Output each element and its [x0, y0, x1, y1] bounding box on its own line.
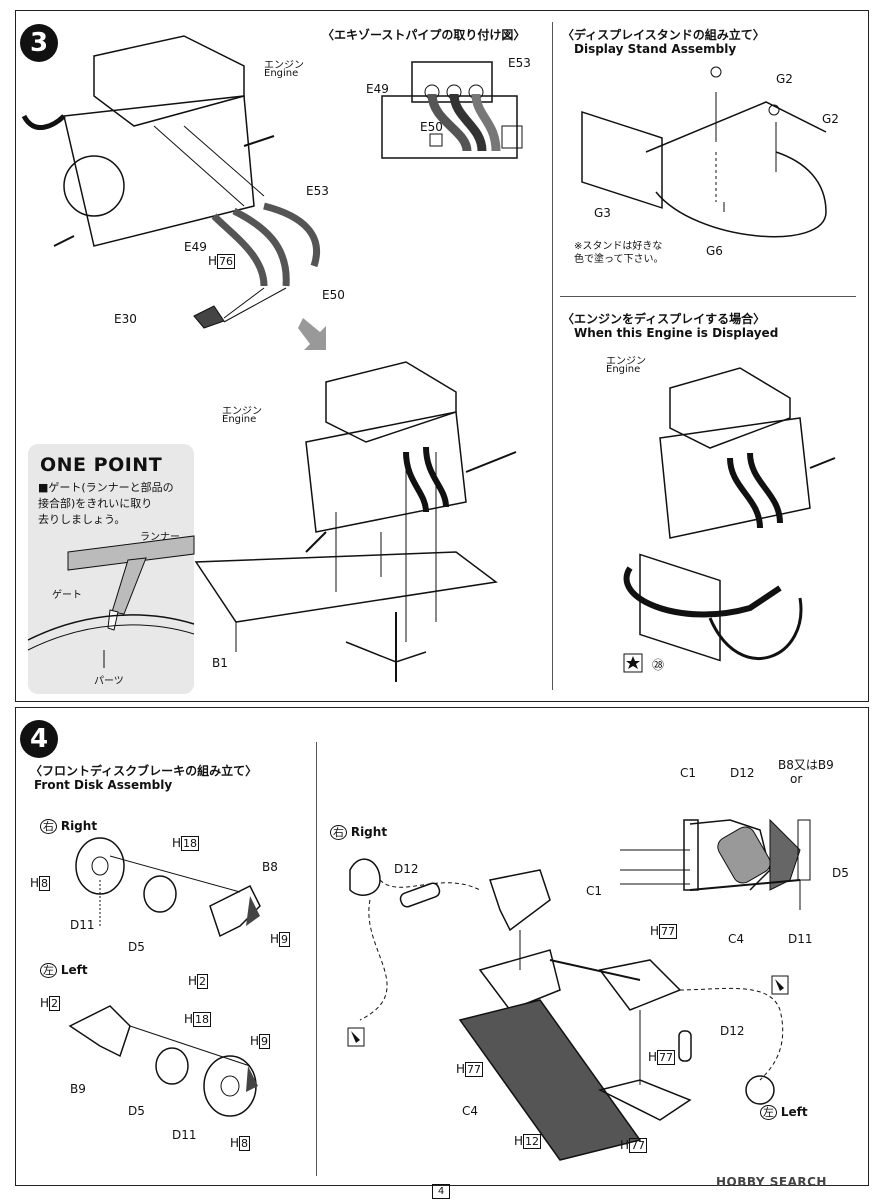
part-d12-b: D12 — [720, 1024, 745, 1038]
part-c1-a: C1 — [586, 884, 603, 898]
one-point-parts: パーツ — [94, 676, 124, 687]
divider-vertical — [552, 22, 553, 690]
right-disk-label: 右 Right — [40, 818, 97, 834]
watermark: HOBBY SEARCH — [716, 1175, 827, 1189]
part-b8-right: B8 — [262, 860, 278, 874]
one-point-title: ONE POINT — [40, 454, 163, 476]
runner-gate-diagram — [27, 535, 195, 668]
page-number: 4 — [432, 1184, 450, 1199]
divider-vertical-step4 — [316, 742, 317, 1176]
displayed-title-en: When this Engine is Displayed — [574, 326, 779, 340]
part-e53-exhaust: E53 — [508, 56, 531, 70]
main-engine-en: Engine — [264, 68, 299, 79]
glue-icon-right — [771, 975, 789, 995]
exhaust-title: 〈エキゾーストパイプの取り付け図〉 — [322, 28, 526, 42]
part-or: or — [790, 772, 803, 786]
step-3-number: 3 — [20, 24, 58, 62]
part-c1-b: C1 — [680, 766, 697, 780]
stand-paint-note: ※スタンドは好きな 色で塗って下さい。 — [574, 241, 664, 265]
part-d5-detail: D5 — [832, 866, 849, 880]
part-e49-main: E49 — [184, 240, 207, 254]
shock-detail-diagram — [620, 818, 811, 910]
displayed-title-ja: 〈エンジンをディスプレイする場合〉 — [562, 312, 766, 326]
stand-title-en: Display Stand Assembly — [574, 42, 737, 56]
front-disk-title-ja: 〈フロントディスクブレーキの組み立て〉 — [30, 764, 258, 778]
displayed-engine-diagram — [623, 367, 836, 662]
part-d5-left: D5 — [128, 1104, 145, 1118]
paint-reference: ㉘ — [652, 658, 665, 672]
part-b8-b9: B8又はB9 — [778, 758, 834, 772]
part-g6: G6 — [706, 244, 723, 258]
part-g3: G3 — [594, 206, 611, 220]
displayed-engine-ja: エンジン — [606, 356, 646, 367]
front-disk-title-en: Front Disk Assembly — [34, 778, 173, 792]
one-point-gate: ゲート — [52, 590, 82, 601]
part-c4-a: C4 — [462, 1104, 479, 1118]
part-c4-b: C4 — [728, 932, 745, 946]
glue-icon-left — [347, 1027, 365, 1047]
suspension-assembly-diagram — [349, 858, 784, 1161]
stand-diagram — [581, 66, 827, 238]
main-engine-diagram — [21, 35, 321, 329]
right-assembly-label: 右 Right — [330, 824, 387, 840]
part-d12-c: D12 — [730, 766, 755, 780]
part-e30: E30 — [114, 312, 137, 326]
left-disk-label: 左 Left — [40, 962, 88, 978]
part-e53-main: E53 — [306, 184, 329, 198]
part-d11-detail: D11 — [788, 932, 813, 946]
part-g2-b: G2 — [822, 112, 839, 126]
stand-title-ja: 〈ディスプレイスタンドの組み立て〉 — [562, 28, 765, 42]
left-assembly-label: 左 Left — [760, 1104, 808, 1120]
lower-engine-en: Engine — [222, 414, 257, 425]
main-engine-ja: エンジン — [264, 60, 304, 71]
divider-horizontal — [560, 296, 856, 297]
displayed-engine-en: Engine — [606, 364, 641, 375]
lower-engine-diagram — [194, 361, 517, 682]
part-b9-left: B9 — [70, 1082, 86, 1096]
part-d5-right: D5 — [128, 940, 145, 954]
step-4-number: 4 — [20, 720, 58, 758]
exhaust-diagram — [381, 61, 523, 159]
lower-engine-ja: エンジン — [222, 406, 262, 417]
star-paint-icon — [623, 653, 643, 673]
part-d11-left: D11 — [172, 1128, 197, 1142]
left-disk-diagram — [68, 1005, 258, 1117]
part-g2-a: G2 — [776, 72, 793, 86]
down-arrow-icon — [298, 318, 326, 350]
part-e50-exhaust: E50 — [420, 120, 443, 134]
one-point-text: ■ゲート(ランナーと部品の 接合部)をきれいに取り 去りしましょう。 — [38, 481, 174, 526]
part-d11-right: D11 — [70, 918, 95, 932]
part-d12-a: D12 — [394, 862, 419, 876]
part-b1: B1 — [212, 656, 228, 670]
right-disk-diagram — [75, 837, 261, 938]
part-e49-exhaust: E49 — [366, 82, 389, 96]
one-point-box: ONE POINT ■ゲート(ランナーと部品の 接合部)をきれいに取り 去りしま… — [27, 444, 195, 694]
step-4-panel — [15, 707, 869, 1186]
part-e50-main: E50 — [322, 288, 345, 302]
one-point-runner: ランナー — [140, 532, 180, 543]
